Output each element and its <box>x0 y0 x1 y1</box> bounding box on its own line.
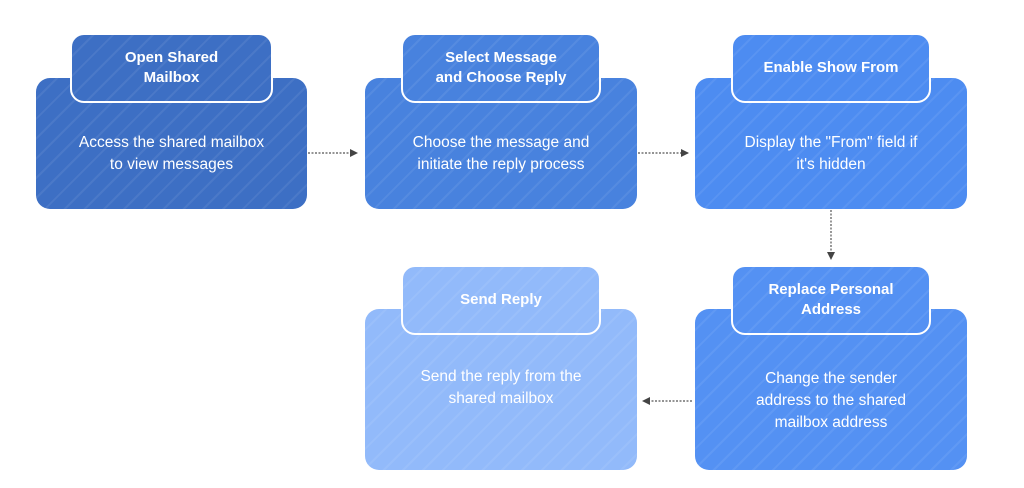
step-title: Send Reply <box>401 265 601 335</box>
step-card <box>365 309 637 470</box>
step-description: Choose the message and initiate the repl… <box>412 134 590 173</box>
step-title: Enable Show From <box>731 33 931 103</box>
step-description: Display the "From" field if it's hidden <box>744 134 918 173</box>
step-card <box>695 309 967 470</box>
step-description: Send the reply from the shared mailbox <box>420 368 582 407</box>
step-title: Select Message and Choose Reply <box>401 33 601 103</box>
step-title: Replace Personal Address <box>731 265 931 335</box>
step-description: Change the sender address to the shared … <box>756 370 906 431</box>
step-description: Access the shared mailbox to view messag… <box>78 134 265 173</box>
step-title: Open Shared Mailbox <box>70 33 273 103</box>
